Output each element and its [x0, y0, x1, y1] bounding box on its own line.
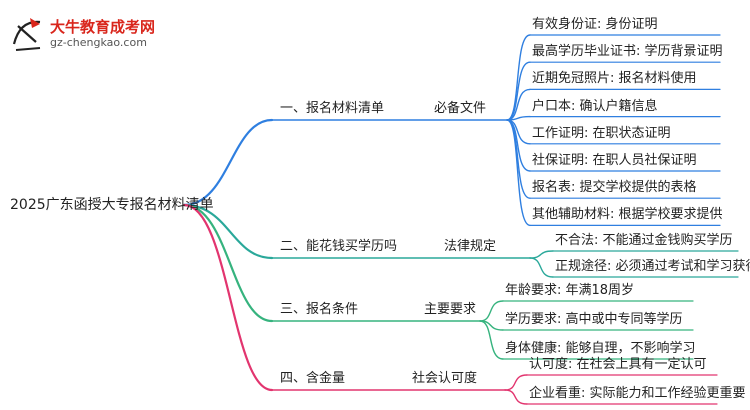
leaf-node-1-1[interactable]: 有效身份证: 身份证明 [532, 17, 658, 32]
leaf-node-3-1[interactable]: 年龄要求: 年满18周岁 [505, 283, 635, 298]
leaf-link-2-2 [529, 257, 554, 278]
branch-node-1[interactable]: 一、报名材料清单 [280, 101, 385, 116]
leaf-link-4-2 [504, 389, 528, 405]
leaf-node-3-3[interactable]: 身体健康: 能够自理，不影响学习 [505, 341, 696, 356]
leaf-node-1-5[interactable]: 工作证明: 在职状态证明 [532, 125, 671, 141]
leaf-node-4-2[interactable]: 企业看重: 实际能力和工作经验更重要 [529, 386, 746, 401]
leaf-node-2-1[interactable]: 不合法: 不能通过金钱购买学历 [555, 233, 733, 248]
branch-node-2[interactable]: 二、能花钱买学历吗 [280, 239, 398, 254]
leaf-link-3-1 [479, 300, 504, 322]
leaf-node-2-2[interactable]: 正规途径: 必须通过考试和学习获得 [555, 259, 750, 274]
sub-node-4[interactable]: 社会认可度 [412, 371, 478, 386]
logo-mark-icon [12, 18, 41, 51]
leaf-link-1-3 [506, 88, 531, 121]
leaf-node-1-7[interactable]: 报名表: 提交学校提供的表格 [532, 180, 697, 196]
leaf-link-3-3 [479, 320, 504, 360]
leaf-node-3-2[interactable]: 学历要求: 高中或中专同等学历 [505, 312, 683, 327]
leaf-link-4-1 [504, 374, 528, 391]
leaf-link-1-8 [506, 119, 531, 227]
leaf-node-1-4[interactable]: 户口本: 确认户籍信息 [532, 98, 658, 114]
branch-link-1 [182, 118, 274, 207]
branch-link-4 [182, 203, 274, 392]
leaf-node-1-3[interactable]: 近期免冠照片: 报名材料使用 [532, 71, 697, 87]
branch-node-4[interactable]: 四、含金量 [280, 371, 346, 386]
logo-title: 大牛教育成考网 [50, 18, 156, 36]
leaf-link-1-1 [506, 34, 531, 121]
sub-node-2[interactable]: 法律规定 [444, 239, 497, 254]
root-node[interactable]: 2025广东函授大专报名材料清单 [10, 197, 214, 213]
sub-node-3[interactable]: 主要要求 [424, 302, 477, 317]
leaf-link-2-1 [529, 250, 554, 259]
leaf-node-1-6[interactable]: 社保证明: 在职人员社保证明 [532, 153, 697, 168]
logo-url: gz-chengkao.com [50, 36, 147, 49]
leaf-node-1-2[interactable]: 最高学历毕业证书: 学历背景证明 [532, 44, 723, 60]
leaf-node-1-8[interactable]: 其他辅助材料: 根据学校要求提供 [532, 207, 723, 223]
branch-link-3 [182, 203, 274, 323]
branch-node-3[interactable]: 三、报名条件 [280, 302, 359, 317]
branch-link-2 [182, 203, 274, 260]
leaf-node-4-1[interactable]: 认可度: 在社会上具有一定认可 [529, 357, 707, 372]
sub-node-1[interactable]: 必备文件 [434, 101, 487, 116]
site-logo[interactable]: 大牛教育成考网 gz-chengkao.com [10, 14, 180, 54]
